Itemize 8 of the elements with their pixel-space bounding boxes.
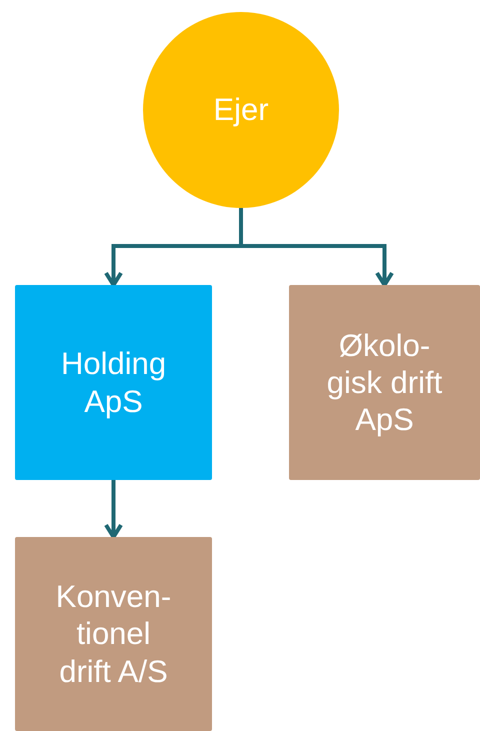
company-box xyxy=(15,537,212,731)
node-label: Holding ApS xyxy=(60,345,168,420)
company-box xyxy=(289,285,480,480)
arrow xyxy=(104,480,123,539)
node-label: Konven- tionel drift A/S xyxy=(54,578,172,690)
company-box xyxy=(15,285,212,480)
node-label: Økolo- gisk drift ApS xyxy=(326,326,444,438)
node-label: Ejer xyxy=(213,91,269,129)
